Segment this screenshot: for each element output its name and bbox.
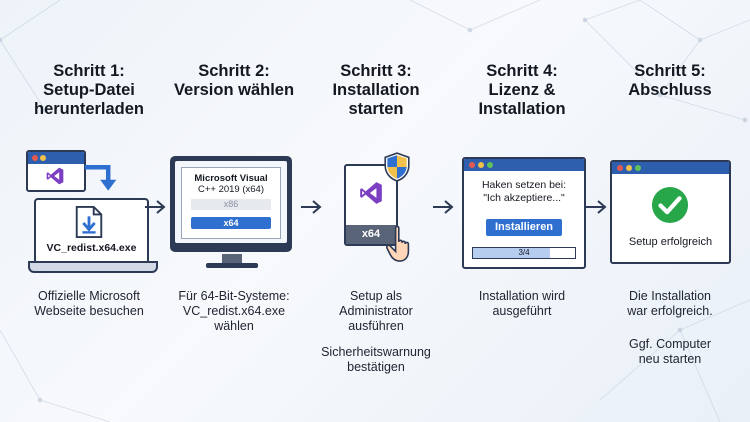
step-2-desc-line: wählen — [214, 319, 254, 333]
success-status: Setup erfolgreich — [628, 236, 713, 248]
step-3-desc2-line: bestätigen — [347, 360, 405, 374]
step-4-title-line: Installation — [478, 100, 566, 118]
step-1-title: Schritt 1: Setup-Datei herunterladen — [19, 62, 159, 119]
hand-pointer-icon — [386, 225, 410, 262]
arrow-right-icon — [433, 200, 454, 214]
step-5-description-2: Ggf. Computer neu starten — [600, 337, 740, 367]
download-arrow-icon — [84, 164, 117, 191]
dialog-title: Microsoft Visual C++ 2019 (x64) — [182, 173, 280, 195]
file-name-label: VC_redist.x64.exe — [46, 242, 137, 254]
step-5-desc2-line: Ggf. Computer — [629, 337, 711, 351]
monitor-icon: Microsoft Visual C++ 2019 (x64) x86 x64 — [170, 156, 298, 276]
step-2-description: Für 64-Bit-Systeme: VC_redist.x64.exe wä… — [164, 289, 304, 334]
step-2-title-line: Version wählen — [173, 81, 295, 99]
installer-package[interactable]: x64 — [344, 164, 398, 246]
step-2-desc-line: VC_redist.x64.exe — [182, 304, 286, 318]
option-x64[interactable]: x64 — [191, 217, 271, 229]
step-2-title: Schritt 2: Version wählen — [164, 62, 304, 100]
step-4-description: Installation wird ausgeführt — [452, 289, 592, 319]
step-1-desc-line: Webseite besuchen — [34, 304, 144, 318]
step-2-title-line: Schritt 2: — [198, 62, 270, 80]
progress-bar: 3/4 — [472, 247, 576, 259]
step-5-desc-line: Die Installation — [629, 289, 711, 303]
step-3-title-line: Installation — [332, 81, 420, 99]
step-5-title-line: Schritt 5: — [634, 62, 706, 80]
progress-fill — [473, 248, 550, 258]
step-3-title-line: Schritt 3: — [340, 62, 412, 80]
step-3-title: Schritt 3: Installation starten — [306, 62, 446, 119]
step-4-desc-line: ausgeführt — [492, 304, 552, 318]
step-3-title-line: starten — [348, 100, 404, 118]
arrow-right-icon — [301, 200, 322, 214]
step-5-desc-line: war erfolgreich. — [627, 304, 713, 318]
version-dialog: Microsoft Visual C++ 2019 (x64) x86 x64 — [181, 167, 281, 239]
license-text-line: "Ich akzeptiere..." — [483, 192, 565, 204]
license-dialog: Haken setzen bei: "Ich akzeptiere..." In… — [462, 157, 586, 269]
step-3-desc-line: ausführen — [348, 319, 404, 333]
visual-studio-icon — [360, 182, 382, 204]
visual-studio-icon — [46, 167, 64, 185]
step-3-desc-line: Administrator — [339, 304, 413, 318]
step-5-title: Schritt 5: Abschluss — [600, 62, 740, 100]
step-1-title-line: herunterladen — [33, 100, 145, 118]
license-text: Haken setzen bei: "Ich akzeptiere..." — [464, 179, 584, 205]
laptop: VC_redist.x64.exe — [28, 198, 158, 273]
browser-window — [26, 150, 86, 192]
dialog-title-line: C++ 2019 (x64) — [197, 184, 264, 195]
step-1-title-line: Setup-Datei — [43, 81, 135, 99]
license-text-line: Haken setzen bei: — [481, 179, 567, 191]
option-x86[interactable]: x86 — [191, 199, 271, 210]
step-3-description-2: Sicherheitswarnung bestätigen — [306, 345, 446, 375]
checkmark-icon — [651, 186, 689, 224]
step-2-desc-line: Für 64-Bit-Systeme: — [178, 289, 290, 303]
install-button[interactable]: Installieren — [486, 219, 562, 236]
shield-icon — [384, 152, 410, 182]
success-dialog: Setup erfolgreich — [610, 160, 731, 264]
step-5-desc2-line: neu starten — [638, 352, 702, 366]
step-3-description: Setup als Administrator ausführen — [306, 289, 446, 334]
file-download-icon — [75, 205, 103, 239]
step-3-desc-line: Setup als — [349, 289, 403, 303]
step-5-title-line: Abschluss — [628, 81, 712, 99]
arrow-right-icon — [145, 200, 166, 214]
step-1-description: Offizielle Microsoft Webseite besuchen — [19, 289, 159, 319]
step-3-desc2-line: Sicherheitswarnung — [321, 345, 431, 359]
step-4-title-line: Schritt 4: — [486, 62, 558, 80]
step-1-title-line: Schritt 1: — [53, 62, 125, 80]
step-4-desc-line: Installation wird — [478, 289, 566, 303]
progress-label: 3/4 — [518, 248, 530, 257]
step-4-title: Schritt 4: Lizenz & Installation — [452, 62, 592, 119]
step-5-description: Die Installation war erfolgreich. — [600, 289, 740, 319]
x64-badge: x64 — [346, 225, 396, 244]
step-1-desc-line: Offizielle Microsoft — [38, 289, 140, 303]
step-4-title-line: Lizenz & — [488, 81, 556, 99]
arrow-right-icon — [586, 200, 607, 214]
dialog-title-line: Microsoft Visual — [194, 173, 268, 184]
